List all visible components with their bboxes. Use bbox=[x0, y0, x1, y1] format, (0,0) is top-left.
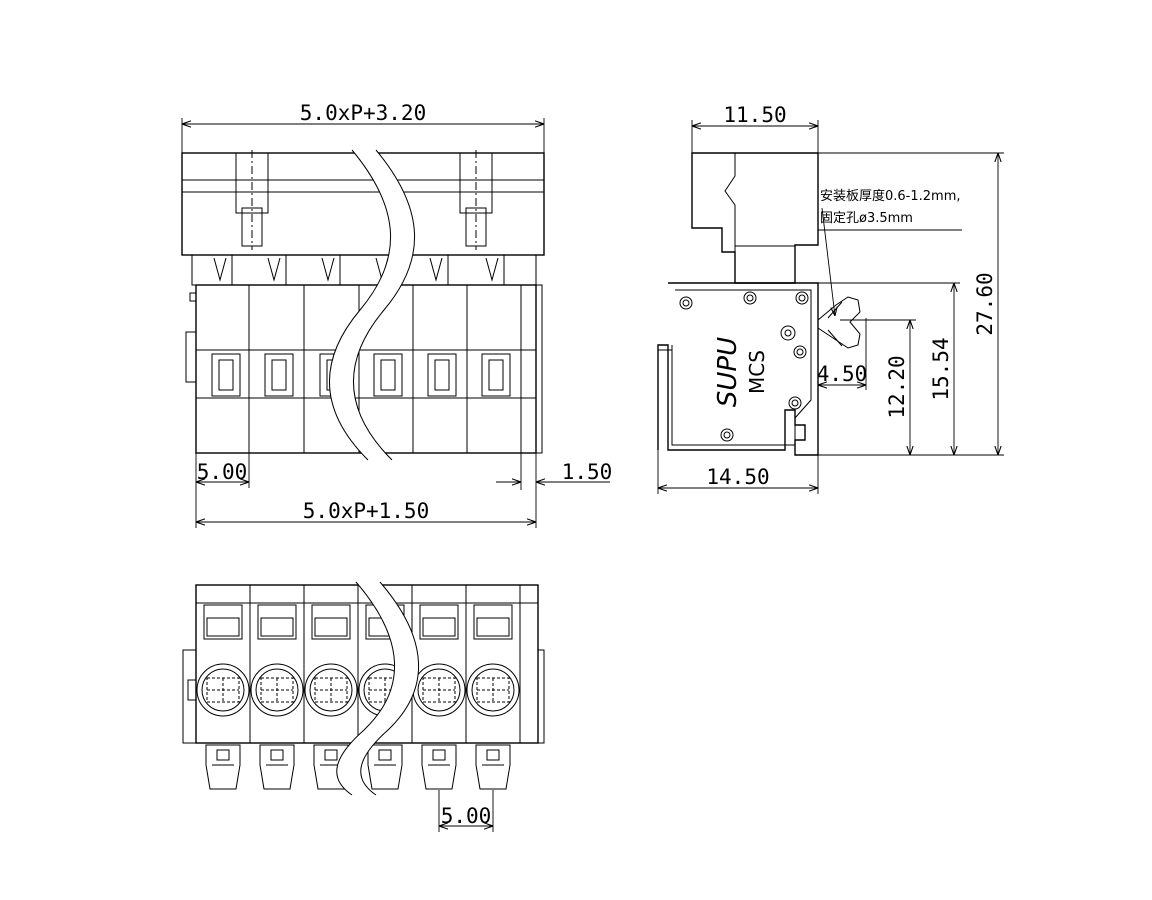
note-mount-hole: 固定孔ø3.5mm bbox=[820, 211, 913, 226]
dim-label-bottom-width: 14.50 bbox=[706, 465, 769, 489]
model-label: MCS bbox=[745, 350, 769, 394]
contact-teeth bbox=[213, 255, 505, 285]
dim-label-offset: 1.50 bbox=[562, 460, 613, 484]
dim-pitch-bottom: 5.00 bbox=[438, 790, 494, 832]
dim-height-a: 12.20 bbox=[818, 319, 1004, 456]
dim-label-overall-bottom: 5.0xP+1.50 bbox=[303, 499, 429, 523]
release-buttons bbox=[203, 604, 513, 640]
dim-label-top-width: 11.50 bbox=[723, 103, 786, 127]
bottom-view: 5.00 bbox=[182, 581, 545, 832]
dim-pitch-front: 5.00 bbox=[195, 453, 250, 528]
dim-label-pitch-bottom: 5.00 bbox=[441, 804, 492, 828]
wire-entry-windows bbox=[211, 353, 511, 397]
dim-bottom-width: 14.50 bbox=[657, 450, 819, 494]
dim-label-height-total: 27.60 bbox=[973, 272, 997, 335]
panel-clip bbox=[817, 296, 861, 349]
brand-label: SUPU bbox=[713, 337, 743, 407]
dim-label-height-a: 12.20 bbox=[885, 355, 909, 418]
pin-terminals bbox=[205, 744, 511, 790]
dim-label-panel-depth: 4.50 bbox=[817, 362, 868, 386]
dim-panel-depth: 4.50 bbox=[817, 318, 868, 390]
pole-dividers bbox=[248, 285, 522, 453]
dim-label-overall-top: 5.0xP+3.20 bbox=[300, 101, 426, 125]
dim-offset: 1.50 bbox=[496, 453, 612, 528]
dim-height-total: 27.60 bbox=[818, 152, 1004, 455]
front-view: 5.0xP+3.20 5.00 1.50 5.0xP+1.50 bbox=[181, 101, 612, 528]
locking-post-right bbox=[459, 150, 493, 250]
dim-label-height-b: 15.54 bbox=[929, 337, 953, 400]
note-panel-thickness: 安装板厚度0.6-1.2mm, bbox=[820, 188, 961, 204]
break-symbol bbox=[329, 149, 415, 461]
screw-holes bbox=[679, 291, 809, 442]
break-symbol-bottom bbox=[336, 581, 419, 796]
dim-height-b: 15.54 bbox=[818, 282, 960, 455]
dim-top-width: 11.50 bbox=[691, 103, 819, 153]
dim-label-pitch-front: 5.00 bbox=[197, 460, 248, 484]
dim-overall-bottom: 5.0xP+1.50 bbox=[196, 499, 536, 523]
dim-overall-top: 5.0xP+3.20 bbox=[181, 101, 545, 153]
side-view: SUPU MCS 安装板厚度0.6-1.2mm, 固定孔ø3.5mm 11.50… bbox=[657, 103, 1004, 494]
locking-post-left bbox=[235, 150, 269, 250]
